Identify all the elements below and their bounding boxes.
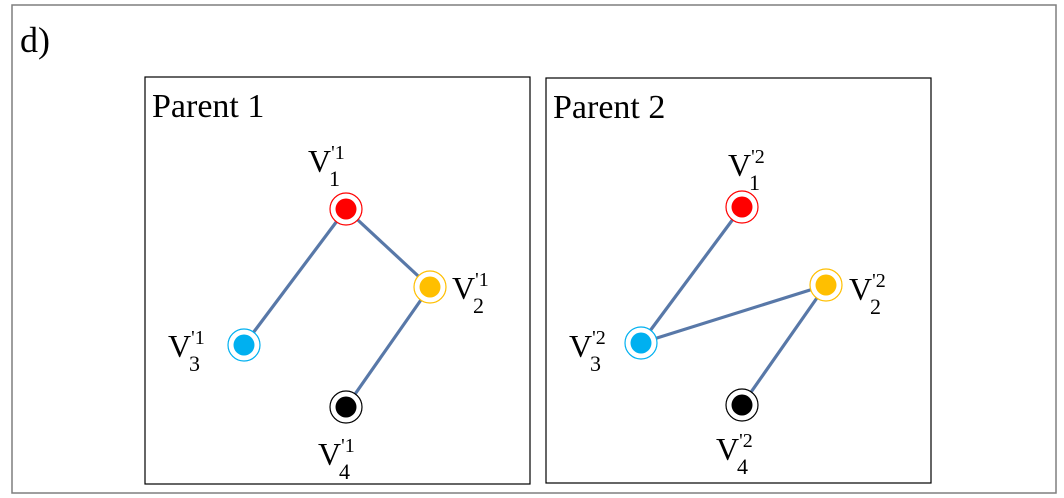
parent2-node-v4 (725, 388, 759, 422)
parent2-label-v3-sub: 3 (590, 351, 601, 376)
parent2-edge-v3-v2 (640, 283, 827, 345)
parent1-label-v4-base: V (318, 436, 341, 472)
parent2-label-v3-sup: '2 (592, 327, 606, 349)
parent1-nodes (227, 192, 447, 424)
parent1-edges (242, 207, 432, 408)
parent1-node-v4-dot (335, 396, 357, 418)
parent2-label-v2-sup: '2 (872, 270, 886, 292)
parent2-edges (639, 206, 828, 406)
parent2-title: Parent 2 (553, 89, 665, 126)
parent2-edge-v1-v3 (639, 206, 744, 344)
parent1-node-v2-dot (419, 276, 441, 298)
parent2-label-v4-sup: '2 (739, 430, 753, 452)
parent2-node-v3 (624, 326, 658, 360)
parent1-label-v3-sup: '1 (191, 327, 205, 349)
parent2-label-v2-sub: 2 (870, 294, 881, 319)
parent1-edge-v1-v3 (242, 208, 348, 346)
parent2-edge-v2-v4 (740, 284, 828, 406)
parent2-node-v3-dot (630, 332, 652, 354)
parent2-node-v1 (725, 190, 759, 224)
parent1-title: Parent 1 (152, 88, 264, 125)
parent1-label-v2-sub: 2 (473, 293, 484, 318)
parent1-label-v1-sub: 1 (329, 166, 340, 191)
parent1-node-v1-dot (335, 198, 357, 220)
parent2-label-v4-base: V (716, 431, 739, 467)
parent1-label-v1-sup: '1 (331, 142, 345, 164)
parent1-label-v2-sup: '1 (475, 269, 489, 291)
parent2-label-v1-sup: '2 (751, 146, 765, 168)
parent2-label-v4-sub: 4 (737, 454, 748, 479)
parent2-node-v2-dot (815, 274, 837, 296)
parent1-node-v3-dot (233, 334, 255, 356)
parent1-label-v2-base: V (452, 270, 475, 306)
panel-label: d) (20, 20, 50, 60)
parent2-node-v2 (809, 268, 843, 302)
parent2-label-v1-sub: 1 (749, 170, 760, 195)
parent1-node-v2 (413, 270, 447, 304)
parent2-label-v1-base: V (728, 147, 751, 183)
parent2-nodes (624, 190, 843, 422)
parent2-label-v3-base: V (569, 328, 592, 364)
parent1-label-v4-sup: '1 (341, 435, 355, 457)
parent1-label-v3-base: V (168, 328, 191, 364)
parent1-label-v3-sub: 3 (189, 351, 200, 376)
parent1-node-v1 (329, 192, 363, 226)
parent1-edge-v2-v4 (344, 286, 432, 408)
parent2-node-v1-dot (731, 196, 753, 218)
parent1-node-v3 (227, 328, 261, 362)
parent1-edge-v1-v2 (344, 207, 432, 289)
parent1-node-v4 (329, 390, 363, 424)
parent2-label-v2-base: V (849, 271, 872, 307)
parent2-node-v4-dot (731, 394, 753, 416)
parent1-label-v4-sub: 4 (339, 459, 350, 484)
parent1-label-v1-base: V (308, 143, 331, 179)
